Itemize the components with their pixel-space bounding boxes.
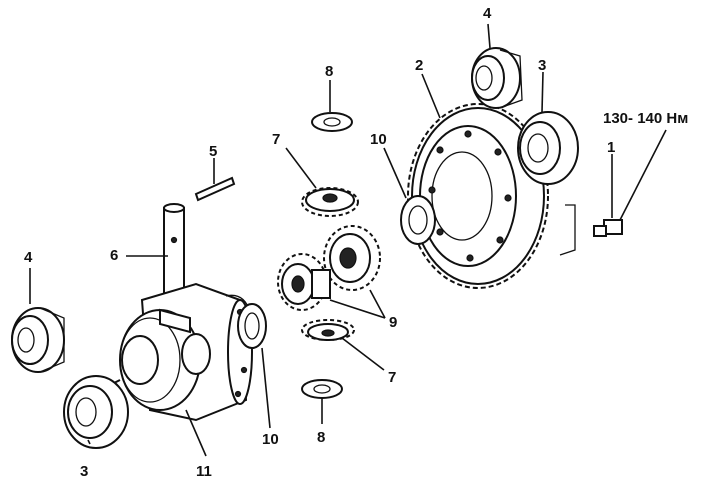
pinion-shaft-6 (163, 203, 185, 309)
bearing-top-4 (471, 47, 523, 109)
ref-4-left: 4 (24, 249, 33, 266)
side-gear-9-lower (277, 253, 331, 311)
ref-11: 11 (196, 463, 212, 480)
thrust-washer-10-bottom (237, 303, 267, 349)
pinion-gear-7-bottom (301, 319, 355, 341)
ref-3-top: 3 (538, 57, 546, 74)
ref-3-bottom: 3 (80, 463, 88, 480)
ref-7-bottom: 7 (388, 369, 396, 386)
washer-8-top (311, 112, 353, 132)
ring-gear (407, 103, 549, 289)
thrust-washer-10-top (400, 195, 436, 245)
ref-2: 2 (415, 57, 423, 74)
ref-9: 9 (389, 314, 397, 331)
differential-case-11 (99, 282, 258, 422)
bearing-left-3 (63, 375, 129, 449)
bearing-left-4 (11, 307, 65, 373)
ref-1: 1 (607, 139, 615, 156)
torque-spec-label: 130- 140 Нм (603, 110, 688, 127)
leader-lines (29, 23, 667, 457)
bearing-right-3 (517, 111, 579, 185)
ref-4-top: 4 (483, 5, 492, 22)
ref-10-top: 10 (370, 131, 387, 148)
lock-pin-5 (194, 176, 236, 202)
ref-8-top: 8 (325, 63, 333, 80)
ring-gear-bolt-holes (428, 130, 512, 262)
washer-8-bottom (301, 379, 343, 399)
ring-gear-bolt (559, 204, 623, 256)
ref-7-top: 7 (272, 131, 280, 148)
ref-5: 5 (209, 143, 217, 160)
ref-6: 6 (110, 247, 118, 264)
pinion-gear-7-top (301, 187, 359, 217)
side-gear-9-upper (323, 225, 381, 291)
ref-10-bottom: 10 (262, 431, 279, 448)
callout-labels: 130- 140 Нм 4 2 3 8 7 10 1 5 6 4 9 7 10 … (24, 5, 688, 480)
ref-8-bottom: 8 (317, 429, 325, 446)
